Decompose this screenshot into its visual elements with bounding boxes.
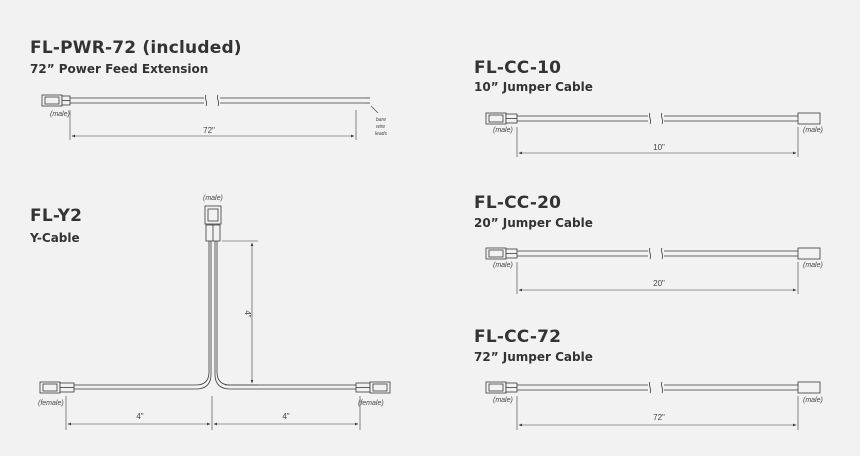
bare-wire-leads: [366, 97, 370, 104]
y2-right-length-label: 4": [282, 412, 289, 421]
y2-female-right-connector: [355, 381, 391, 394]
cc72-subtitle: 72” Jumper Cable: [474, 350, 593, 364]
cc10-cable: [485, 112, 821, 157]
pwr72-subtitle: 72” Power Feed Extension: [30, 62, 209, 76]
cc72-left-label: (male): [493, 397, 513, 404]
cc10-title: FL-CC-10: [474, 58, 562, 78]
cc72-right-label: (male): [803, 397, 823, 404]
y2-vertical-length-label: 4": [243, 310, 252, 317]
cc10-subtitle: 10” Jumper Cable: [474, 80, 593, 94]
cc20-title: FL-CC-20: [474, 193, 562, 213]
cc20-subtitle: 20” Jumper Cable: [474, 216, 593, 230]
cc10-right-label: (male): [803, 127, 823, 134]
cc72-cable: [485, 381, 821, 430]
y2-female-left-label: (female): [38, 400, 64, 407]
pwr72-male-connector: [41, 94, 71, 107]
pwr72-length-label: 72": [203, 126, 215, 135]
cc10-left-label: (male): [493, 127, 513, 134]
y2-subtitle: Y-Cable: [30, 231, 80, 245]
bare-wire-label-2: wire: [376, 124, 385, 130]
cc20-left-label: (male): [493, 262, 513, 269]
cc72-length-label: 72": [653, 413, 665, 422]
cc72-title: FL-CC-72: [474, 327, 562, 347]
cc10-left-connector: [485, 112, 518, 125]
y2-title: FL-Y2: [30, 206, 83, 226]
bare-wire-label-1: bare: [376, 117, 386, 123]
cc20-length-label: 20": [653, 279, 665, 288]
cc20-right-connector: [797, 247, 821, 260]
cc10-right-connector: [797, 112, 821, 125]
y2-female-right-label: (female): [358, 400, 384, 407]
y2-male-connector: [204, 205, 222, 242]
cc72-left-connector: [485, 381, 518, 394]
y2-left-length-label: 4": [136, 412, 143, 421]
pwr72-title: FL-PWR-72 (included): [30, 38, 242, 58]
y2-cable: [39, 205, 391, 430]
cc10-length-label: 10": [653, 143, 665, 152]
y2-female-left-connector: [39, 381, 75, 394]
cc20-left-connector: [485, 247, 518, 260]
pwr72-cable: [41, 94, 379, 140]
cc72-right-connector: [797, 381, 821, 394]
cc20-cable: [485, 247, 821, 294]
pwr72-male-label: (male): [50, 111, 70, 118]
cc20-right-label: (male): [803, 262, 823, 269]
bare-wire-label-3: leads: [375, 131, 387, 137]
y2-male-label: (male): [203, 195, 223, 202]
